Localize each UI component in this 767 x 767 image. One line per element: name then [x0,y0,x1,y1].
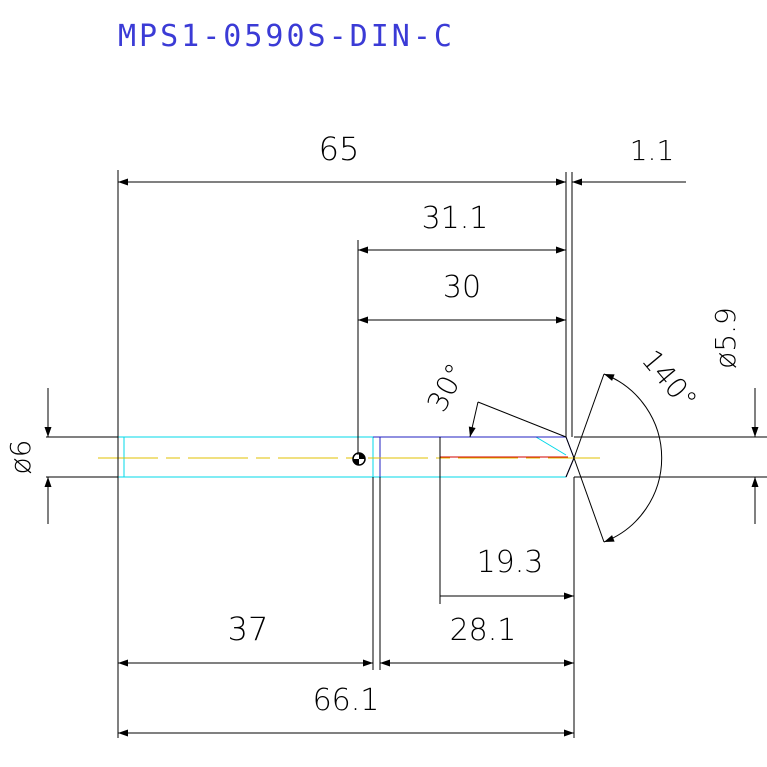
dim-chamfer-angle: 30° [420,358,472,417]
dim-left-diameter: ø6 [4,440,37,475]
dim-flute-length: 28.1 [450,613,517,648]
dim-total-length: 66.1 [313,683,380,718]
dim-shank-length: 37 [228,610,269,648]
part-body [46,436,767,478]
dim-right-diameter: ø5.9 [709,307,742,369]
dim-inner-length: 19.3 [477,545,544,580]
extension-lines [117,170,575,738]
dim-tip-offset: 1.1 [630,134,675,167]
dim-upper-offset: 31.1 [422,201,489,236]
drawing-title: MPS1-0590S-DIN-C [118,19,455,54]
datum-marker [352,452,366,466]
dim-upper-length: 30 [443,270,481,305]
dim-overall-length: 65 [319,130,360,168]
dimension-lines [44,178,759,737]
